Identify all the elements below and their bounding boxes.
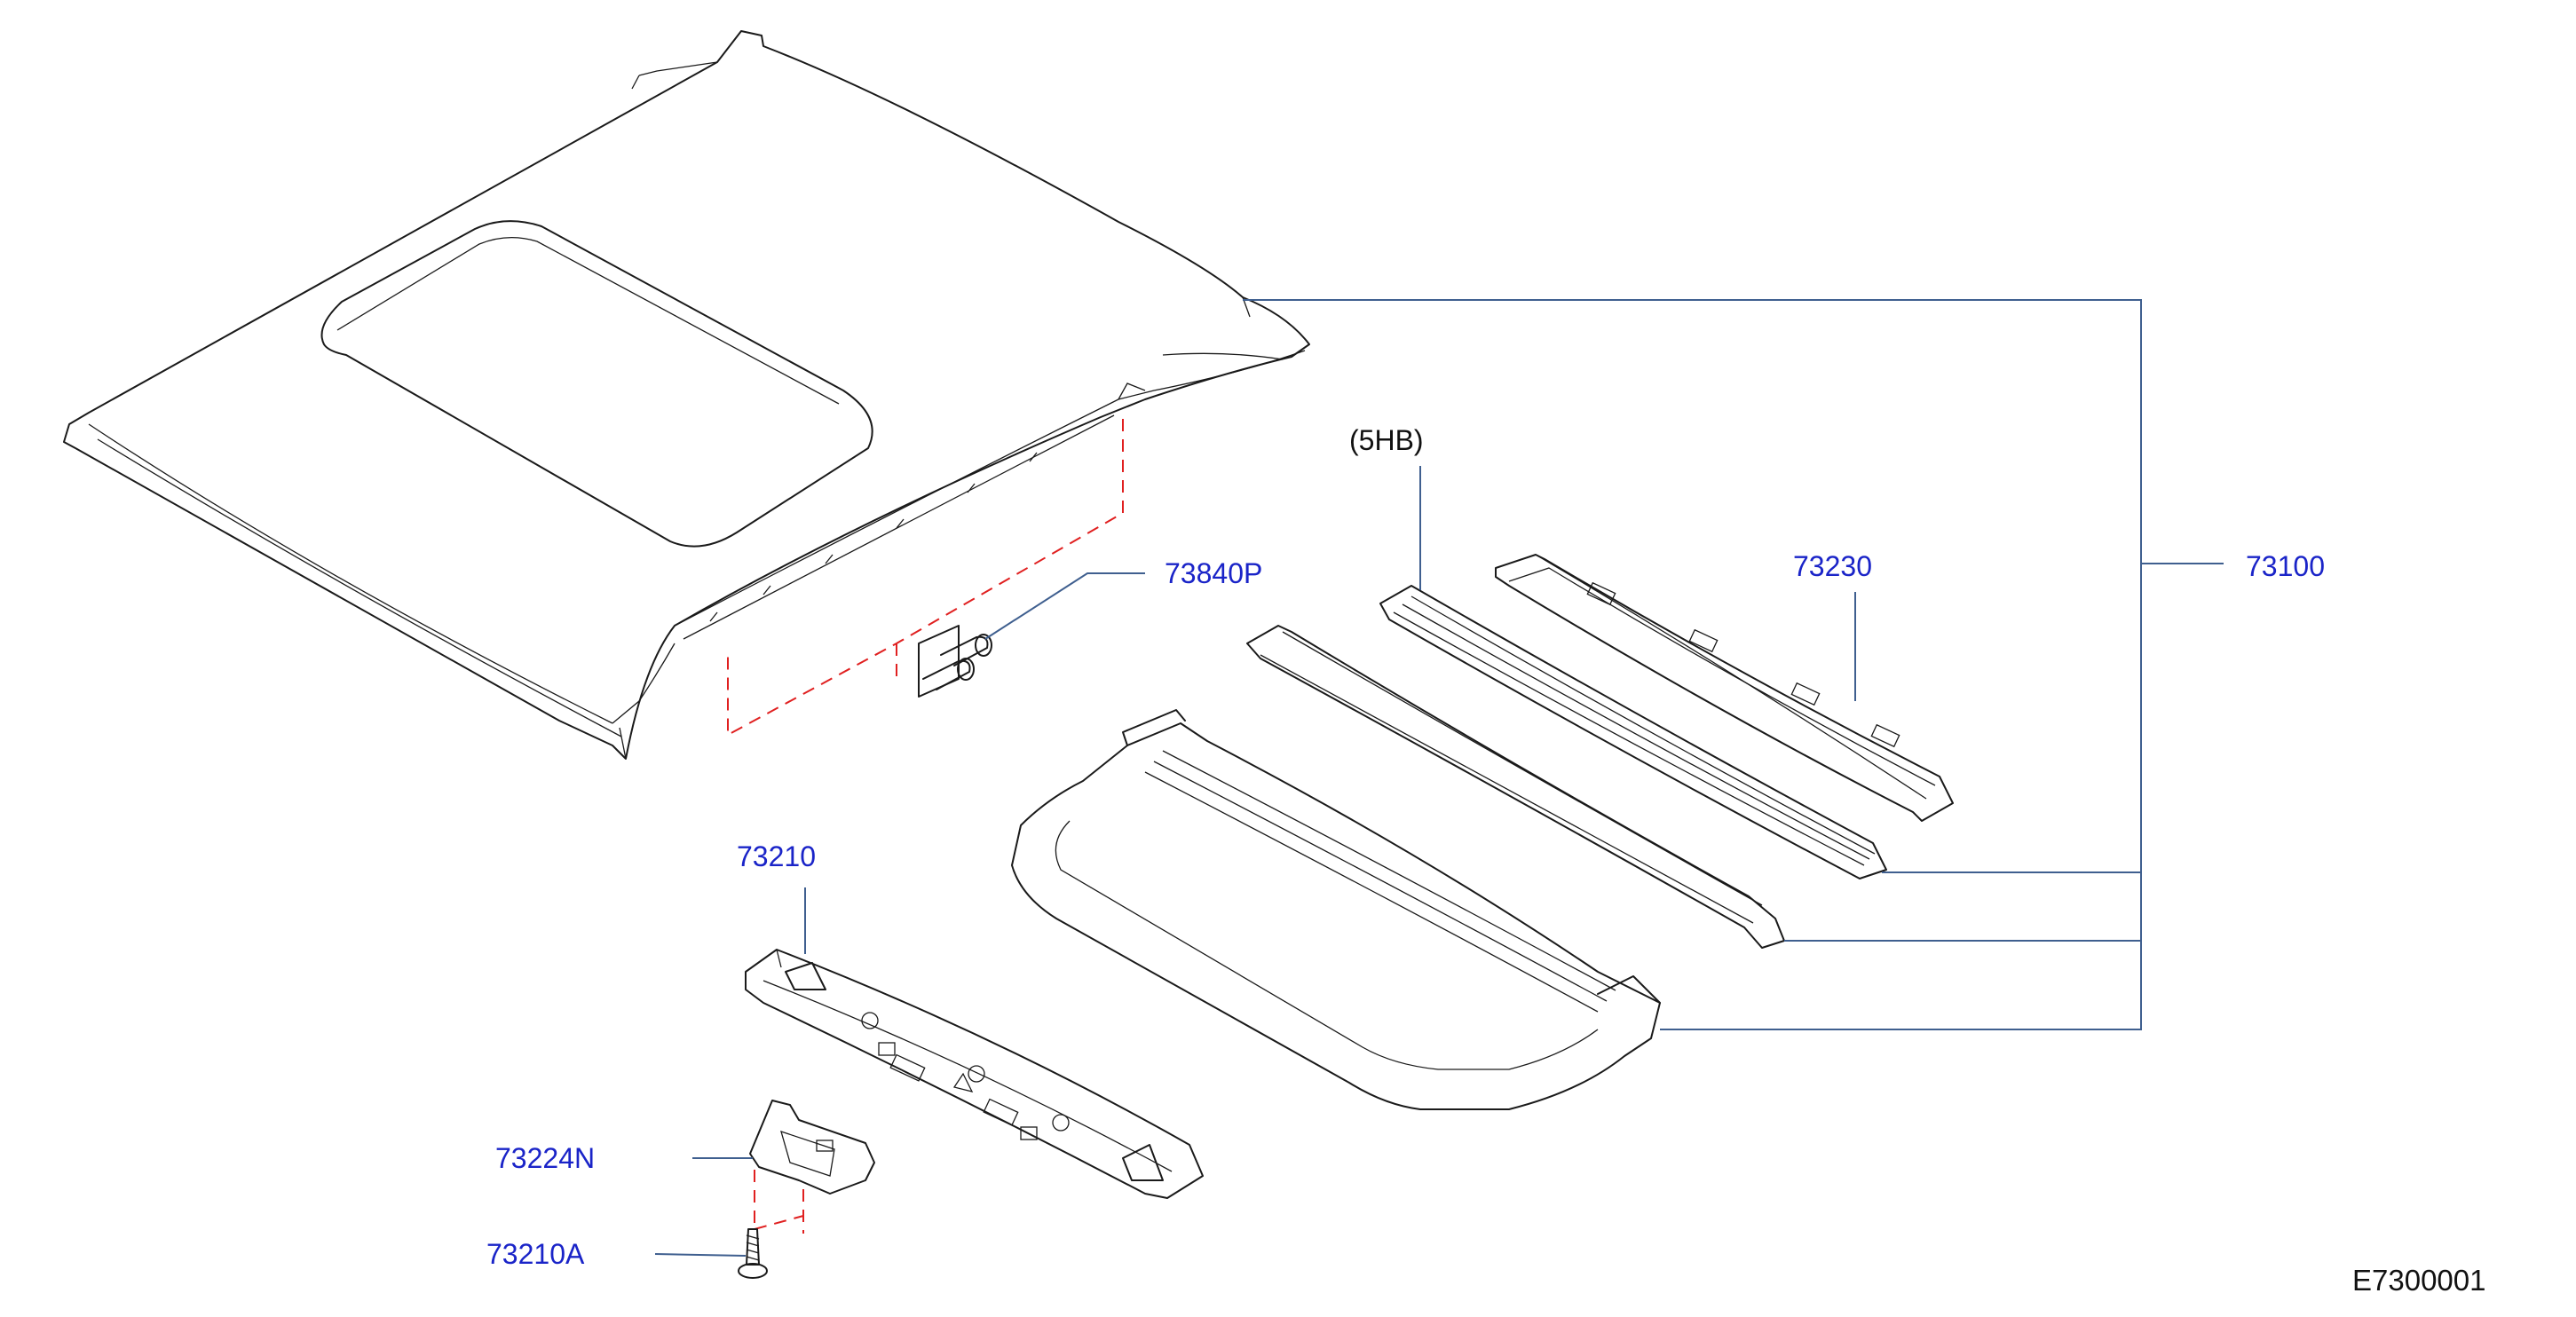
clip-73840p-drawing xyxy=(918,625,992,698)
bracket-73224n-drawing xyxy=(749,1100,875,1195)
rail-5hb-drawing xyxy=(1379,585,1887,879)
document-code: E7300001 xyxy=(2352,1264,2486,1297)
callout-73840p[interactable]: 73840P xyxy=(1165,557,1263,589)
cross-rail-drawing xyxy=(1246,625,1785,949)
front-rail-73230-drawing xyxy=(1495,554,1954,822)
roof-panel-drawing xyxy=(63,30,1310,760)
rear-panel-73210-drawing xyxy=(745,949,1204,1199)
mounting-dash-73840p xyxy=(727,419,1124,737)
callout-73100[interactable]: 73100 xyxy=(2246,550,2325,582)
bolt-73210a-drawing xyxy=(738,1228,768,1279)
callout-73224n[interactable]: 73224N xyxy=(495,1142,596,1174)
callout-5hb-note: (5HB) xyxy=(1349,424,1424,456)
leader-lines xyxy=(654,299,2224,1257)
callout-73210a[interactable]: 73210A xyxy=(486,1238,585,1270)
sunroof-frame-drawing xyxy=(1011,709,1661,1110)
callout-73230[interactable]: 73230 xyxy=(1793,550,1872,582)
mounting-dash-73210a xyxy=(754,1170,804,1234)
callout-73210[interactable]: 73210 xyxy=(737,840,816,872)
